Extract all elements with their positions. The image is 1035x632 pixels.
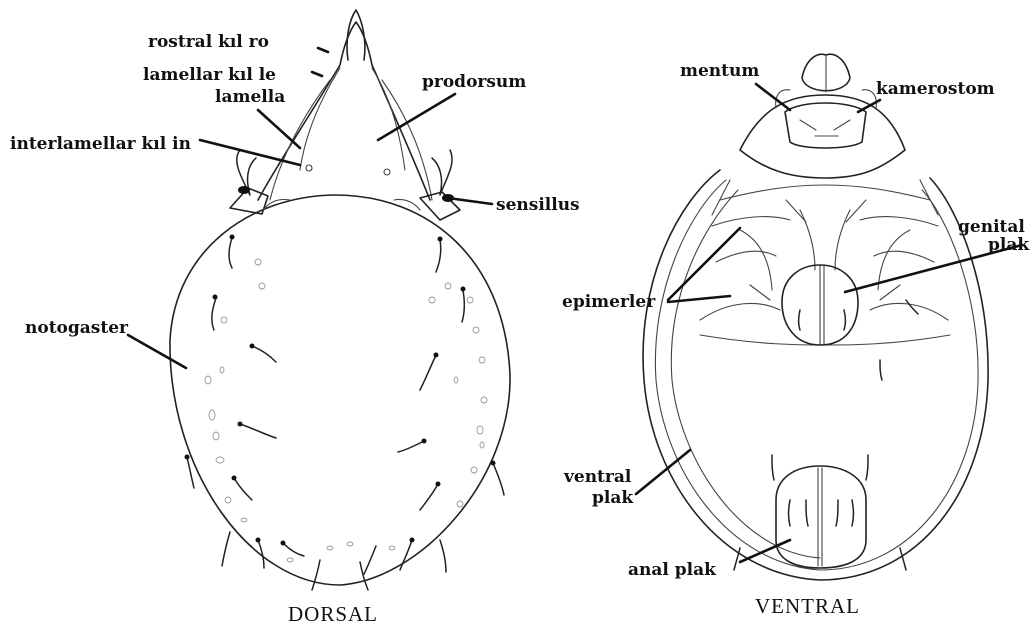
ventral-leaders (636, 84, 1022, 562)
dorsal-leaders (128, 48, 492, 368)
notogaster-outline (170, 195, 510, 585)
prodorsum-outline (258, 22, 430, 200)
label-epimerler: epimerler (562, 292, 656, 312)
label-genital-line1: genital (958, 217, 1025, 237)
interlamellar-seta-left (306, 165, 312, 171)
ventral-inner-outline (655, 180, 978, 570)
epimeral-region (700, 180, 950, 345)
label-kamerostom: kamerostom (876, 79, 995, 99)
ventral-caption: VENTRAL (755, 594, 860, 618)
right-prodorsum-ridge (382, 80, 432, 200)
label-rostral-seta: rostral kıl ro (148, 32, 269, 52)
notogaster-pores (205, 259, 487, 562)
left-sensillus-head (238, 186, 250, 194)
label-interlamellar-seta: interlamellar kıl in (10, 134, 191, 154)
rostrum-tip (347, 10, 365, 60)
ventral-setae (734, 300, 918, 570)
label-mentum: mentum (680, 61, 759, 81)
label-ventral-line2: plak (592, 488, 634, 508)
mentum-plate (785, 103, 866, 148)
label-ventral-line1: ventral (563, 467, 632, 487)
label-genital-line2: plak (988, 235, 1030, 255)
ventral-plate-line (671, 190, 820, 558)
dorsal-caption: DORSAL (288, 602, 378, 626)
label-lamella: lamella (215, 87, 285, 107)
mentum-inner (800, 120, 850, 136)
right-sensillus (432, 150, 452, 195)
anal-plate (776, 466, 866, 568)
ventral-outer-outline (643, 170, 988, 580)
right-lamella (372, 68, 405, 170)
right-bothridium (420, 192, 460, 220)
dorsal-view: rostral kıl ro lamellar kıl le lamella i… (10, 10, 580, 626)
label-sensillus: sensillus (496, 195, 580, 215)
label-prodorsum: prodorsum (422, 72, 526, 92)
notogastral-setae (185, 235, 505, 591)
ventral-view: mentum kamerostom genital plak epimerler… (562, 54, 1030, 618)
label-anal-plate: anal plak (628, 560, 717, 580)
label-lamellar-seta: lamellar kıl le (143, 65, 276, 85)
label-notogaster: notogaster (25, 318, 129, 338)
interlamellar-seta-right (384, 169, 390, 175)
